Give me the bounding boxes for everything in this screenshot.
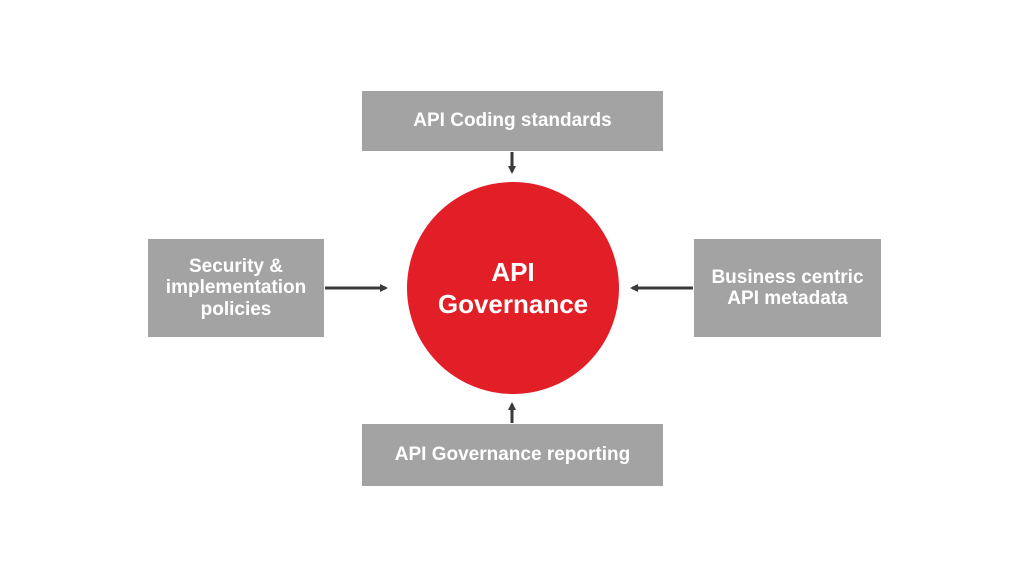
- node-api-coding-standards: API Coding standards: [362, 91, 663, 151]
- node-api-governance-reporting: API Governance reporting: [362, 424, 663, 486]
- node-label: Business centric API metadata: [711, 266, 864, 309]
- node-label: Security & implementation policies: [165, 256, 307, 320]
- center-api-governance: API Governance: [407, 182, 619, 394]
- node-business-centric-api-metadata: Business centric API metadata: [694, 239, 881, 337]
- node-label: API Coding standards: [413, 110, 612, 132]
- node-label: API Governance reporting: [394, 444, 631, 466]
- center-label: API Governance: [437, 256, 589, 320]
- node-security-implementation-policies: Security & implementation policies: [148, 239, 324, 337]
